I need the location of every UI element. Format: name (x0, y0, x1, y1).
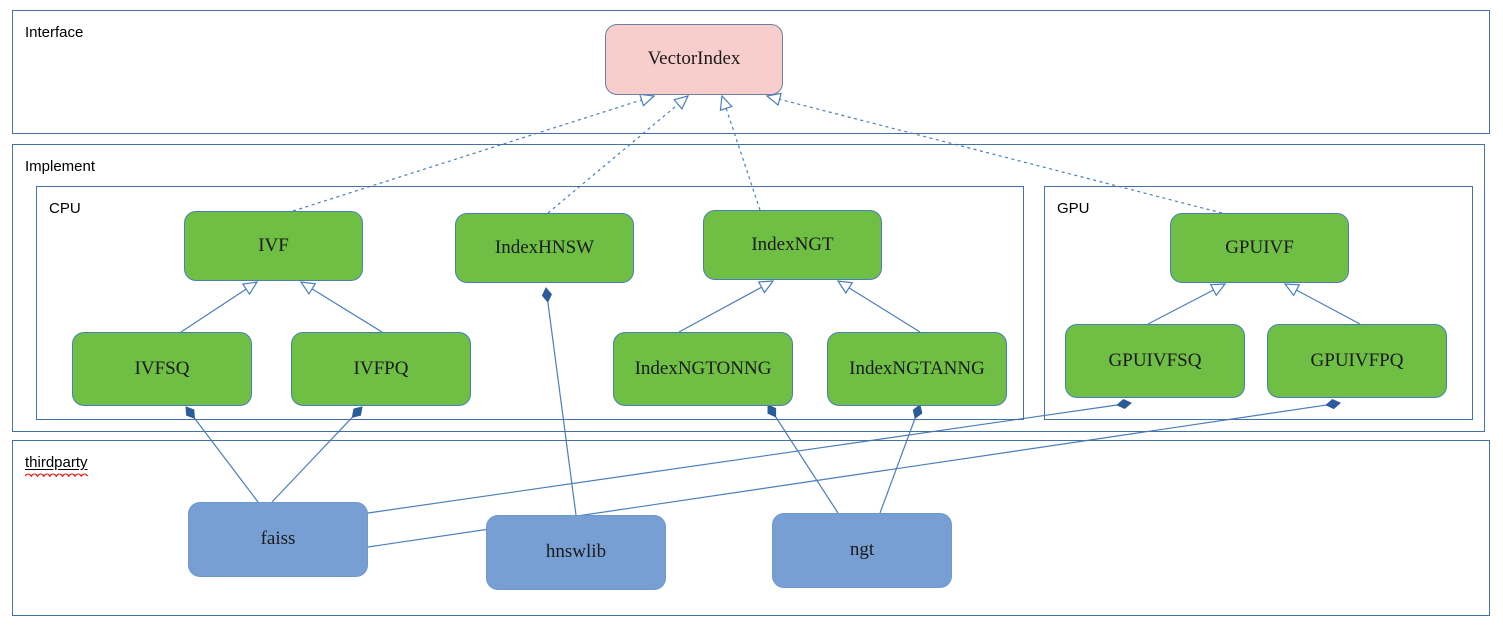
node-label-gpuivfsq: GPUIVFSQ (1108, 349, 1202, 371)
node-ivfpq[interactable]: IVFPQ (291, 332, 471, 406)
group-thirdparty (12, 440, 1490, 616)
group-cpu (36, 186, 1024, 420)
spellcheck-squiggle-icon (25, 473, 88, 477)
node-indexngt[interactable]: IndexNGT (703, 210, 882, 280)
node-ivf[interactable]: IVF (184, 211, 363, 281)
group-label-thirdparty: thirdparty (25, 455, 88, 477)
node-ivfsq[interactable]: IVFSQ (72, 332, 252, 406)
node-label-indexngtanng: IndexNGTANNG (849, 357, 985, 379)
node-label-hnswlib: hnswlib (545, 541, 607, 563)
group-implement (12, 144, 1485, 432)
node-label-ivf: IVF (258, 234, 289, 256)
group-label-implement: Implement (25, 158, 96, 175)
group-interface (12, 10, 1490, 134)
node-vectorindex[interactable]: VectorIndex (605, 24, 783, 95)
node-label-indexhnsw: IndexHNSW (494, 236, 595, 258)
node-faiss[interactable]: faiss (188, 502, 368, 577)
node-label-faiss: faiss (260, 528, 296, 550)
node-hnswlib[interactable]: hnswlib (486, 515, 666, 590)
node-label-ivfsq: IVFSQ (134, 357, 190, 379)
node-label-indexngtonng: IndexNGTONNG (634, 357, 772, 379)
group-label-cpu: CPU (49, 200, 81, 217)
node-indexngtanng[interactable]: IndexNGTANNG (827, 332, 1007, 406)
node-label-indexngt: IndexNGT (751, 233, 834, 255)
node-gpuivfpq[interactable]: GPUIVFPQ (1267, 324, 1447, 398)
node-label-ngt: ngt (849, 539, 875, 561)
node-gpuivfsq[interactable]: GPUIVFSQ (1065, 324, 1245, 398)
node-label-gpuivfpq: GPUIVFPQ (1310, 349, 1404, 371)
group-gpu (1044, 186, 1473, 420)
node-label-ivfpq: IVFPQ (353, 357, 409, 379)
node-label-vectorindex: VectorIndex (647, 48, 741, 70)
group-label-gpu: GPU (1057, 200, 1090, 217)
group-label-interface: Interface (25, 24, 84, 41)
node-label-gpuivf: GPUIVF (1225, 236, 1294, 258)
node-ngt[interactable]: ngt (772, 513, 952, 588)
node-indexhnsw[interactable]: IndexHNSW (455, 213, 634, 283)
node-gpuivf[interactable]: GPUIVF (1170, 213, 1349, 283)
node-indexngtonng[interactable]: IndexNGTONNG (613, 332, 793, 406)
